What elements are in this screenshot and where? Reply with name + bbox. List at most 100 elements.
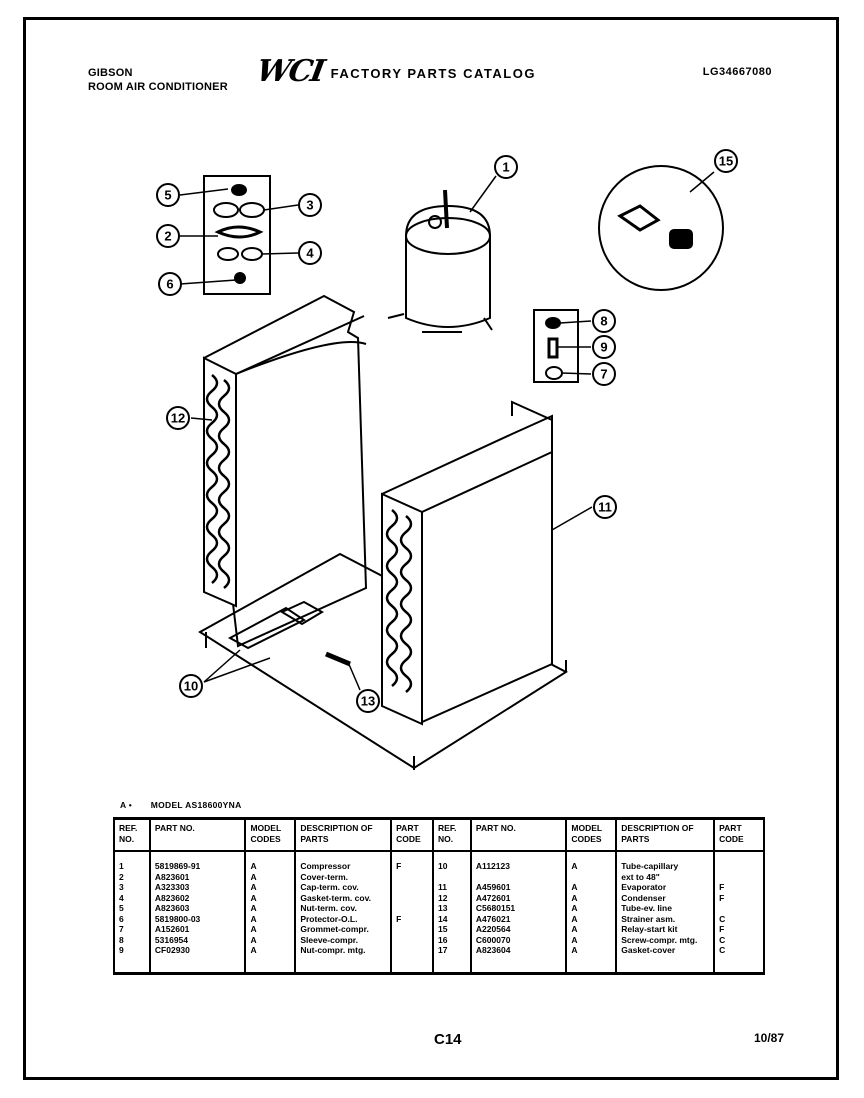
part-no-cell: A323303 [148,882,247,893]
terminal-parts-strip [203,175,271,295]
ref-no-cell: 12 [432,892,472,903]
part-code-cell: F [390,861,435,872]
part-no-cell: C600070 [469,934,568,945]
ref-no-cell: 3 [113,882,151,893]
ref-no-cell: 6 [113,913,151,924]
part-code-cell [390,945,435,975]
callout-13 [356,689,380,713]
header-part-code: PART CODE [713,817,765,852]
part-no-cell: A152601 [148,924,247,935]
callout-3 [298,193,322,217]
description-cell: Gasket-term. cov. [294,892,393,903]
model-code-cell: A [244,903,297,914]
grommet-strip [533,309,579,383]
model-code-cell: A [244,924,297,935]
description-cell: Nut-compr. mtg. [294,945,393,975]
part-code-cell [713,903,765,914]
description-cell: Relay-start kit [615,924,716,935]
ref-no-cell: 10 [432,861,472,872]
callout-label: 8 [600,314,607,329]
callout-label: 6 [166,277,173,292]
callout-label: 5 [164,188,171,203]
part-no-cell: A823603 [148,903,247,914]
description-cell: Cover-term. [294,871,393,882]
part-code-cell [390,892,435,903]
relay-start-kit [598,165,724,291]
model-code-cell: A [565,903,618,914]
catalog-title: FACTORY PARTS CATALOG [330,65,536,81]
header-model-codes: MODEL CODES [565,817,618,852]
ref-no-cell: 4 [113,892,151,903]
model-code-cell: A [565,945,618,975]
product-name: ROOM AIR CONDITIONER [88,81,228,93]
page-border [23,17,839,1080]
part-code-cell: F [713,882,765,893]
part-code-cell: F [713,924,765,935]
part-no-cell: C5680151 [469,903,568,914]
callout-1 [494,155,518,179]
leader-lines [169,171,715,691]
callout-label: 15 [719,154,733,169]
part-no-cell [469,871,568,882]
description-cell: Protector-O.L. [294,913,393,924]
description-cell: Screw-compr. mtg. [615,934,716,945]
callout-9 [592,335,616,359]
description-cell: Compressor [294,861,393,872]
part-no-cell: CF02930 [148,945,247,975]
model-code-cell: A [565,924,618,935]
header-logo: WCI FACTORY PARTS CATALOG [254,54,536,89]
callout-label: 11 [598,500,612,515]
callout-label: 1 [502,160,509,175]
part-no-cell: A823604 [469,945,568,975]
ref-no-cell: 11 [432,882,472,893]
condenser-coil [381,400,553,726]
callout-label: 4 [306,246,314,261]
part-code-cell [713,861,765,872]
ref-no-cell: 5 [113,903,151,914]
model-code-cell: A [565,861,618,872]
header-ref-no: REF. NO. [113,817,151,852]
callout-label: 2 [164,229,171,244]
model-code-cell: A [244,861,297,872]
callout-label: 7 [600,367,607,382]
part-code-cell [390,903,435,914]
model-code-cell [565,871,618,882]
part-code-cell [390,924,435,935]
part-no-cell: 5316954 [148,934,247,945]
model-code-cell: A [565,892,618,903]
description-cell: Nut-term. cov. [294,903,393,914]
part-code-cell: C [713,913,765,924]
page-number: C14 [434,1031,462,1048]
ref-no-cell: 13 [432,903,472,914]
header-part-code: PART CODE [390,817,435,852]
part-code-cell: C [713,945,765,975]
description-cell: Tube-capillary [615,861,716,872]
catalog-number: LG34667080 [702,66,772,78]
header-model-codes: MODEL CODES [244,817,297,852]
callout-label: 12 [171,411,185,426]
part-no-cell: A823602 [148,892,247,903]
header-left: GIBSON ROOM AIR CONDITIONER [88,66,228,94]
revision-date: 10/87 [753,1031,784,1045]
parts-table: REF. NO. PART NO. MODEL CODES DESCRIPTIO… [113,817,765,975]
callout-7 [592,362,616,386]
table-spacer-row [113,851,765,861]
model-code-cell: A [244,871,297,882]
description-cell: Tube-ev. line [615,903,716,914]
ref-no-cell: 7 [113,924,151,935]
part-code-cell: C [713,934,765,945]
model-number: MODEL AS18600YNA [150,800,242,810]
description-cell: Cap-term. cov. [294,882,393,893]
header-ref-no: REF. NO. [432,817,472,852]
part-no-cell: A220564 [469,924,568,935]
header-description: DESCRIPTION OF PARTS [294,817,393,852]
description-cell: Evaporator [615,882,716,893]
base-pan [198,552,569,770]
table-header-row: REF. NO. PART NO. MODEL CODES DESCRIPTIO… [113,817,765,852]
evaporator-coil [202,294,368,648]
model-code-cell: A [244,892,297,903]
callout-label: 9 [600,340,607,355]
